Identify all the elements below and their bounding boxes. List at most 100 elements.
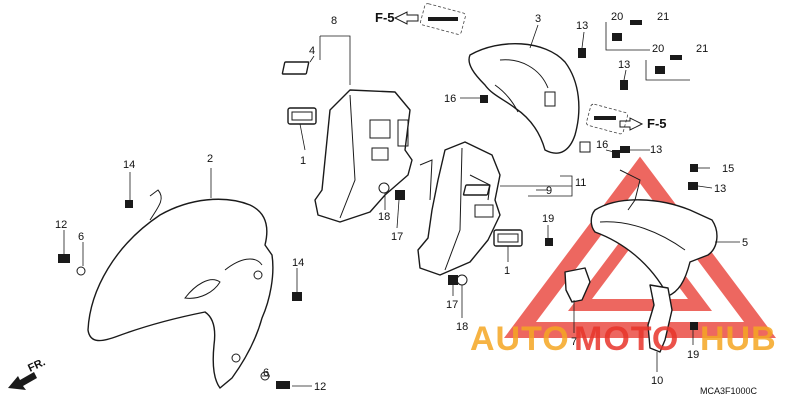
callout-14-lower: 14	[292, 257, 304, 269]
bolt-19-a	[545, 238, 553, 246]
fasteners	[58, 20, 698, 389]
callout-17-b: 17	[446, 299, 458, 311]
grommet-lower-inner	[497, 233, 519, 243]
callout-16-b: 16	[596, 139, 608, 151]
ref-arrow-left	[393, 11, 419, 25]
bolt-21-b	[670, 55, 682, 60]
ref-label-f5-right: F-5	[647, 116, 667, 131]
direction-label: FR.	[26, 356, 47, 374]
callout-17-a: 17	[391, 231, 403, 243]
front-fender	[87, 189, 274, 389]
inner-cover-left-slot-1	[369, 119, 391, 139]
bolt-13-a	[578, 48, 586, 58]
callout-1-upper: 1	[300, 155, 306, 167]
rear-hugger-tab	[544, 91, 556, 107]
arrow-fr-icon	[8, 372, 37, 390]
rear-fender-body	[590, 199, 718, 297]
ref-label-f5-top: F-5	[375, 10, 395, 25]
inner-cover-left-edge	[339, 94, 356, 219]
front-fender-tab	[149, 189, 162, 221]
rear-fender-rib	[599, 221, 686, 251]
callout-9: 9	[546, 185, 552, 197]
seal-strip-right	[462, 184, 491, 196]
collar-18-a	[378, 182, 390, 194]
ref-dash-box-right	[586, 103, 628, 135]
bolt-13-c	[620, 146, 630, 153]
bolt-12-lower	[276, 381, 290, 389]
seal-strip	[281, 61, 310, 75]
nut-20-a	[612, 33, 622, 41]
inner-cover-center-edge	[444, 147, 463, 271]
callout-16-a: 16	[444, 93, 456, 105]
callout-13-c: 13	[650, 144, 662, 156]
callout-13-d: 13	[714, 183, 726, 195]
front-fender-hole-lower	[231, 353, 241, 363]
nut-17-b	[448, 275, 458, 285]
callout-18-b: 18	[456, 321, 468, 333]
ref-arrow-right	[619, 117, 644, 131]
front-fender-body	[87, 198, 274, 389]
callout-4: 4	[309, 45, 315, 57]
front-fender-hole-upper	[253, 270, 263, 280]
callout-21-b: 21	[696, 43, 708, 55]
bolt-ref-top	[428, 17, 458, 21]
inner-cover-center-slot	[474, 204, 494, 218]
inner-cover-center-tab	[419, 159, 433, 201]
callouts: 2 14 12 6 14 6 12 8 4 1 3 13 13 20 21 20…	[55, 11, 748, 393]
ref-f5-top: F-5	[375, 3, 466, 35]
inner-cover-center-body	[417, 141, 501, 276]
inner-cover-left-slot-3	[397, 119, 409, 147]
inner-cover-left-body	[314, 89, 413, 223]
callout-19-a: 19	[542, 213, 554, 225]
callout-12-top: 12	[55, 219, 67, 231]
bolt-14-lower	[292, 292, 302, 301]
bolt-13-b	[620, 80, 628, 90]
callout-1-lower: 1	[504, 265, 510, 277]
watermark-text: AUTO MOTO HUB	[470, 320, 777, 358]
rear-hugger	[468, 42, 591, 154]
callout-10: 10	[651, 375, 663, 387]
front-fender-vent	[184, 279, 221, 299]
nut-17-a	[395, 190, 405, 200]
callout-20-a: 20	[611, 11, 623, 23]
callout-6-top: 6	[78, 231, 84, 243]
diagram-code: MCA3F1000C	[700, 386, 758, 396]
bolt-21-a	[630, 20, 642, 25]
rear-fender-stay-top	[619, 169, 641, 211]
bolt-14-top	[125, 200, 133, 208]
callout-18-a: 18	[378, 211, 390, 223]
callout-6-lower: 6	[263, 367, 269, 379]
callout-21-a: 21	[657, 11, 669, 23]
clip-16-a	[480, 95, 488, 103]
bolt-ref-right	[594, 116, 616, 120]
callout-15: 15	[722, 163, 734, 175]
nut-20-b	[655, 66, 665, 74]
callout-20-b: 20	[652, 43, 664, 55]
watermark-hub: HUB	[700, 320, 777, 358]
collar-18-b	[456, 274, 468, 286]
ref-f5-right: F-5	[586, 103, 667, 135]
leader-lines	[63, 22, 740, 387]
callout-3: 3	[535, 13, 541, 25]
callout-7: 7	[571, 336, 577, 348]
watermark-moto: MOTO	[574, 320, 679, 358]
callout-5: 5	[742, 237, 748, 249]
rear-hugger-body	[468, 42, 580, 154]
bolt-13-d	[688, 182, 698, 190]
inner-cover-left	[314, 89, 413, 223]
bolt-19-b	[690, 322, 698, 330]
bolt-12-top	[58, 254, 70, 263]
rear-fender	[590, 169, 718, 297]
ref-dash-box-top	[420, 3, 466, 35]
clip-16-b	[612, 150, 620, 158]
bracket-seven	[564, 267, 591, 303]
callout-12-lower: 12	[314, 381, 326, 393]
inner-cover-center	[417, 141, 501, 276]
callout-19-b: 19	[687, 349, 699, 361]
direction-arrow: FR.	[8, 356, 47, 390]
front-fender-crease	[224, 258, 263, 271]
callout-14-top: 14	[123, 159, 135, 171]
watermark-auto: AUTO	[470, 320, 570, 358]
callout-11: 11	[575, 177, 586, 189]
callout-13-b: 13	[618, 59, 630, 71]
